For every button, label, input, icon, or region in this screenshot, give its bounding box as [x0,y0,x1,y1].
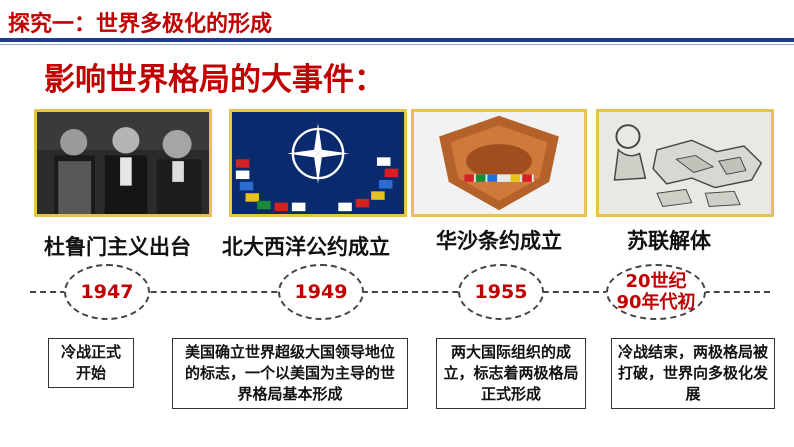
section-subtitle: 影响世界格局的大事件： [44,62,385,98]
year-marker-1947: 1947 [64,264,150,320]
description-box-1955: 两大国际组织的成立，标志着两极格局正式形成 [436,338,586,409]
event-label-soviet-collapse: 苏联解体 [627,229,711,253]
year-marker-1955: 1955 [458,264,544,320]
event-label-warsaw-pact: 华沙条约成立 [436,229,562,253]
page-title: 探究一：世界多极化的形成 [8,12,273,37]
warsaw-medal-image [414,112,584,214]
year-marker-1949: 1949 [278,264,364,320]
photo-nato-emblem [229,109,407,217]
header-divider [0,38,794,42]
nato-photo-image [232,112,404,214]
timeline-line [30,291,770,294]
description-box-1990s: 冷战结束，两极格局被打破，世界向多极化发展 [611,338,775,409]
event-label-nato: 北大西洋公约成立 [222,235,390,259]
cartoon-image [599,112,771,214]
photo-warsaw-pact-medal [411,109,587,217]
leaders-photo-image [37,112,209,214]
description-box-1949: 美国确立世界超级大国领导地位的标志，一个以美国为主导的世界格局基本形成 [172,338,408,409]
header-divider-thin [0,44,794,45]
description-box-1947: 冷战正式开始 [48,338,134,388]
photo-soviet-collapse-cartoon [596,109,774,217]
year-marker-1990s: 20世纪90年代初 [606,264,706,320]
event-label-truman-doctrine: 杜鲁门主义出台 [44,235,191,259]
photo-truman-leaders [34,109,212,217]
